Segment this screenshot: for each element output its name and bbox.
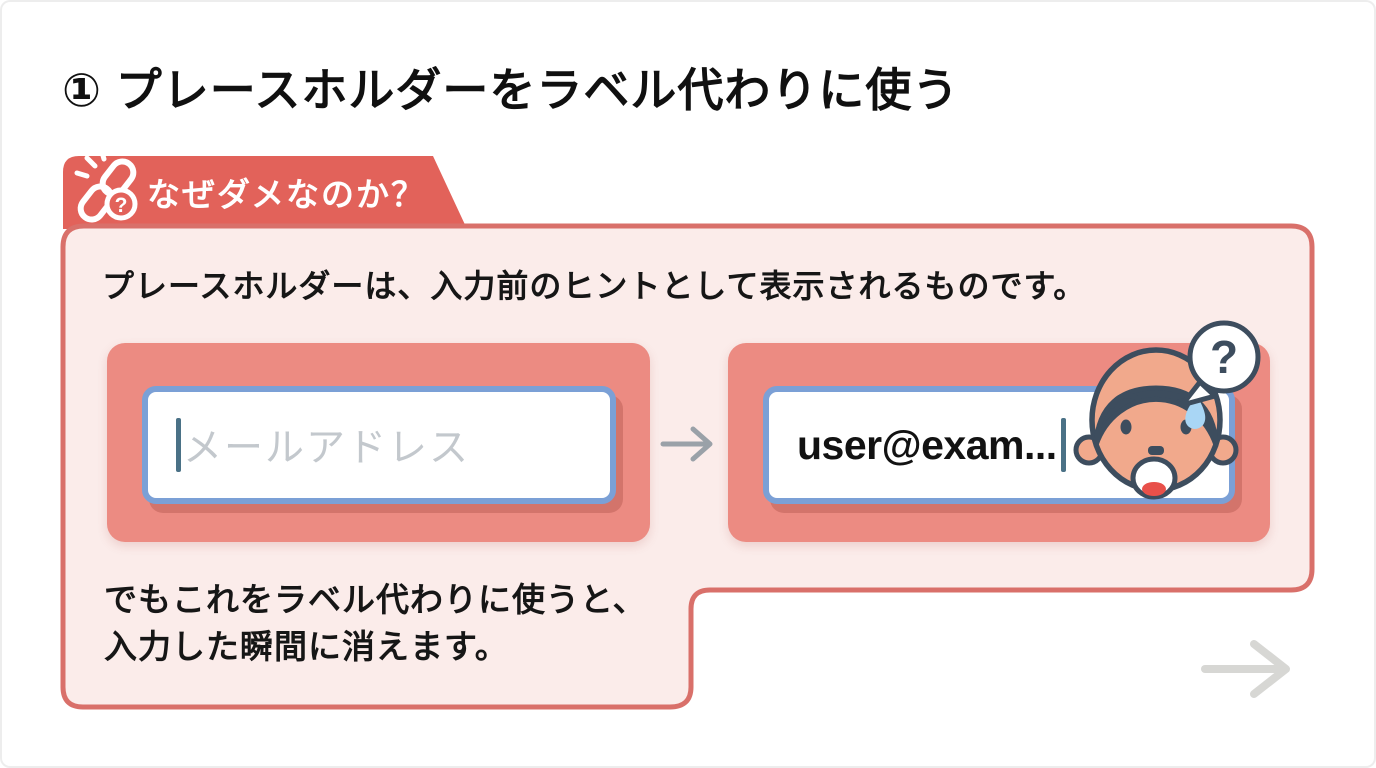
nose xyxy=(1148,446,1164,455)
placeholder-label: メールアドレス xyxy=(183,427,471,470)
question-badge-icon xyxy=(104,187,138,221)
sweat-drop-icon xyxy=(1185,396,1206,429)
page-title: ① プレースホルダーをラベル代わりに使う xyxy=(62,64,960,116)
question-badge-glyph: ? xyxy=(115,194,128,217)
tab-ribbon xyxy=(63,156,467,229)
outcome-line-2: 入力した瞬間に消えます。 xyxy=(104,628,509,665)
flow-right-arrow-icon xyxy=(660,426,713,462)
outcome-text: でもこれをラベル代わりに使うと、 入力した瞬間に消えます。 xyxy=(104,576,724,670)
typed-value: user@exam... xyxy=(797,421,1057,468)
text-caret xyxy=(176,418,181,472)
bubble-question-glyph: ? xyxy=(1210,331,1238,383)
worried-face-illustration: ? xyxy=(1073,320,1261,500)
next-right-arrow-icon[interactable] xyxy=(1201,640,1290,698)
broken-link-question-icon xyxy=(74,146,137,223)
tongue xyxy=(1142,482,1166,496)
tab-label: なぜダメなのか？ xyxy=(147,176,427,213)
question-speech-bubble-icon xyxy=(1187,320,1261,394)
outcome-line-1: でもこれをラベル代わりに使うと、 xyxy=(104,581,647,618)
email-input-empty[interactable]: メールアドレス xyxy=(142,386,616,504)
example-panel-before: メールアドレス xyxy=(107,343,650,542)
intro-text: プレースホルダーは、入力前のヒントとして表示されるものです。 xyxy=(102,268,1087,304)
text-caret xyxy=(1060,418,1066,472)
